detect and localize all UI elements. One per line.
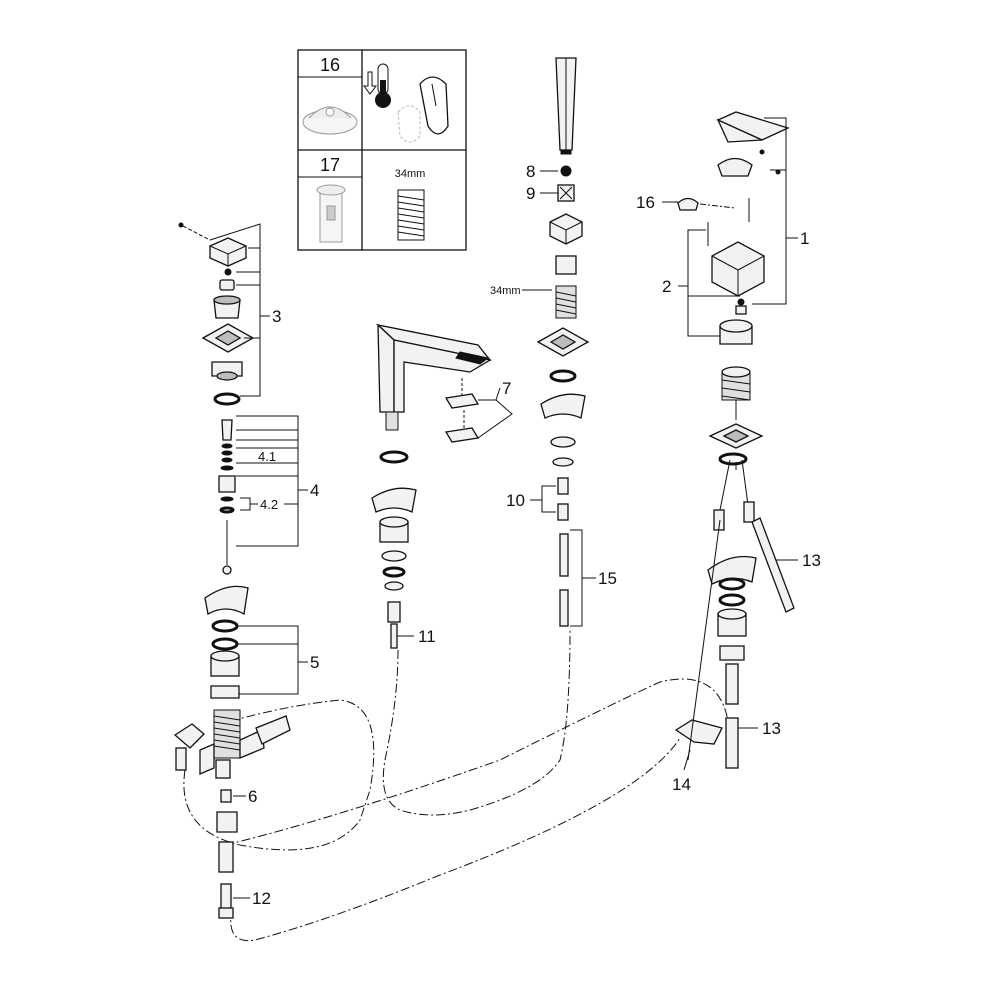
label-part-6: 6 <box>248 787 257 806</box>
shower-nut <box>555 255 577 275</box>
washer-8 <box>560 165 572 177</box>
left-assembly <box>173 222 291 919</box>
spring-10b <box>557 503 569 521</box>
right-assembly <box>674 111 795 769</box>
nipple-6 <box>220 789 232 803</box>
hose-13b <box>725 663 739 705</box>
o-ring-left <box>213 392 241 406</box>
grub-screw-left <box>178 222 184 228</box>
aerator-7a <box>444 393 480 409</box>
spacer-left <box>204 585 249 616</box>
label-part-4-1: 4.1 <box>258 449 276 464</box>
outlet-connector-left <box>255 715 291 745</box>
label-part-16: 16 <box>636 193 655 212</box>
spring-10a <box>557 477 569 495</box>
label-part-14: 14 <box>672 775 691 794</box>
label-part-5: 5 <box>310 653 319 672</box>
adapter-left <box>219 279 235 291</box>
hose-15a <box>559 533 569 577</box>
hose-15b <box>559 589 569 627</box>
cartridge-left <box>218 475 236 493</box>
label-part-13-upper: 13 <box>802 551 821 570</box>
label-part-10: 10 <box>506 491 525 510</box>
label-part-2: 2 <box>662 277 671 296</box>
label-part-7: 7 <box>502 379 511 398</box>
label-part-3: 3 <box>272 307 281 326</box>
hose-13c <box>725 717 739 769</box>
label-part-9: 9 <box>526 184 535 203</box>
nut-5-left <box>210 685 240 699</box>
part-labels: 1 2 3 4 4.1 4.2 5 6 7 8 9 10 11 12 13 13… <box>248 162 821 908</box>
handle-adapter-right <box>717 157 753 177</box>
shower-holder-cap <box>549 213 583 245</box>
angle-connector-14 <box>674 719 723 745</box>
inset-part-16-icon <box>302 106 358 135</box>
label-dimension-34mm: 34mm <box>490 285 521 297</box>
aerator-7b <box>444 427 480 443</box>
inset-cell-16-label: 16 <box>320 55 340 75</box>
label-part-4: 4 <box>310 481 319 500</box>
inset-thermometer-icon <box>363 63 391 108</box>
inset-handle-icon <box>397 76 449 143</box>
angle-connector-left <box>173 723 205 749</box>
spacer-shower <box>540 393 586 419</box>
inset-cell-17-label: 17 <box>320 155 340 175</box>
valve-body-left <box>213 709 241 759</box>
hose-13a <box>751 517 795 613</box>
hose-fitting-r2 <box>743 501 755 523</box>
nut-6 <box>216 811 238 833</box>
handle-cap-left <box>209 237 247 267</box>
inset-part-17-icon <box>316 184 346 243</box>
inset-threaded-tube-icon <box>397 189 425 241</box>
hose-paths <box>183 629 731 942</box>
nut-right <box>719 645 745 661</box>
label-part-12: 12 <box>252 889 271 908</box>
spout-shank <box>385 411 399 431</box>
hose-11 <box>390 623 398 649</box>
label-part-13-lower: 13 <box>762 719 781 738</box>
hose-fitting-left <box>218 841 234 873</box>
label-part-8: 8 <box>526 162 535 181</box>
part-16 <box>677 197 699 211</box>
label-part-15: 15 <box>598 569 617 588</box>
label-part-1: 1 <box>800 229 809 248</box>
housing-left <box>211 361 243 377</box>
inset-table: 16 17 34mm <box>297 49 467 251</box>
hose-12 <box>220 883 232 911</box>
leader-lines <box>209 117 798 899</box>
spout-assembly <box>371 323 492 649</box>
cube-cover-right <box>711 241 765 297</box>
inset-dimension-label: 34mm <box>395 168 426 180</box>
hand-shower-assembly <box>536 57 590 627</box>
label-part-11: 11 <box>418 627 436 646</box>
label-part-4-2: 4.2 <box>260 497 278 512</box>
spindle-left <box>221 419 233 441</box>
fitting-spout <box>387 601 401 623</box>
spacer-spout <box>371 487 417 513</box>
